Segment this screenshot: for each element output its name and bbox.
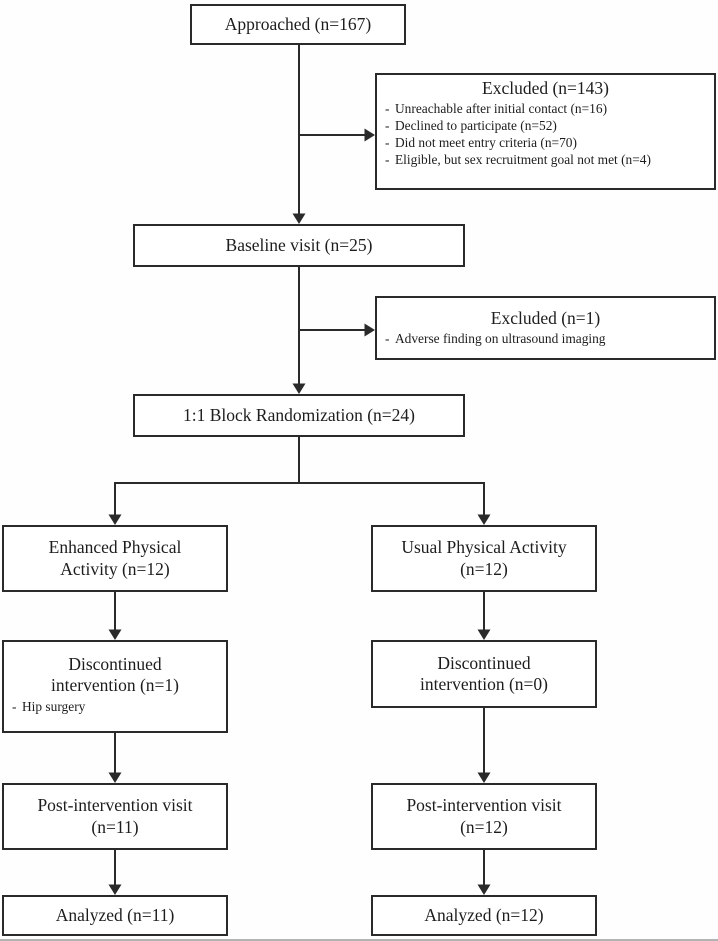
bullet-dash: -: [385, 152, 390, 168]
excluded-item: - Unreachable after initial contact (n=1…: [383, 100, 708, 117]
discontinued-item: - Hip surgery: [10, 698, 220, 715]
node-excluded-baseline-title: Excluded (n=1): [490, 307, 601, 328]
excluded-item-text: Unreachable after initial contact (n=16): [395, 101, 608, 116]
node-analyzed-enhanced-label: Analyzed (n=11): [55, 904, 175, 925]
node-baseline-visit: Baseline visit (n=25): [133, 224, 465, 267]
node-discontinued-enhanced: Discontinued intervention (n=1) - Hip su…: [2, 640, 228, 733]
discontinued-item-text: Hip surgery: [22, 699, 86, 715]
node-discontinued-usual-title: Discontinued intervention (n=0): [420, 652, 548, 694]
excluded-screening-items: - Unreachable after initial contact (n=1…: [383, 100, 708, 169]
excluded-item: - Adverse finding on ultrasound imaging: [383, 330, 708, 347]
excluded-item-text: Declined to participate (n=52): [395, 118, 557, 134]
bullet-dash: -: [385, 118, 390, 134]
scan-edge-line: [0, 939, 718, 941]
node-enhanced-arm-label: Enhanced Physical Activity (n=12): [48, 537, 182, 579]
excluded-item: - Eligible, but sex recruitment goal not…: [383, 151, 708, 168]
bullet-dash: -: [12, 699, 17, 715]
node-excluded-screening-title: Excluded (n=143): [482, 78, 609, 98]
node-analyzed-usual-label: Analyzed (n=12): [424, 904, 544, 925]
node-approached: Approached (n=167): [190, 4, 406, 45]
excluded-item: - Declined to participate (n=52): [383, 117, 708, 134]
node-post-enhanced-label: Post-intervention visit (n=11): [37, 795, 193, 837]
bullet-dash: -: [385, 330, 390, 346]
excluded-baseline-items: - Adverse finding on ultrasound imaging: [383, 330, 708, 347]
node-baseline-visit-label: Baseline visit (n=25): [225, 234, 373, 255]
node-analyzed-enhanced: Analyzed (n=11): [2, 895, 228, 936]
node-approached-label: Approached (n=167): [224, 13, 372, 34]
node-discontinued-usual: Discontinued intervention (n=0): [371, 640, 597, 708]
bullet-dash: -: [385, 101, 390, 116]
discontinued-enhanced-items: - Hip surgery: [10, 698, 220, 715]
excluded-item: - Did not meet entry criteria (n=70): [383, 134, 708, 151]
excluded-item-text: Did not meet entry criteria (n=70): [395, 135, 577, 151]
excluded-item-text: Eligible, but sex recruitment goal not m…: [395, 152, 651, 168]
excluded-item-text: Adverse finding on ultrasound imaging: [395, 330, 606, 346]
node-excluded-screening: Excluded (n=143) - Unreachable after ini…: [375, 73, 716, 190]
node-randomization: 1:1 Block Randomization (n=24): [133, 394, 465, 437]
node-discontinued-enhanced-title: Discontinued intervention (n=1): [51, 654, 179, 696]
node-excluded-baseline: Excluded (n=1) - Adverse finding on ultr…: [375, 296, 716, 360]
node-enhanced-arm: Enhanced Physical Activity (n=12): [2, 525, 228, 592]
node-analyzed-usual: Analyzed (n=12): [371, 895, 597, 936]
node-randomization-label: 1:1 Block Randomization (n=24): [183, 404, 415, 425]
node-usual-arm-label: Usual Physical Activity (n=12): [401, 537, 567, 579]
node-post-usual: Post-intervention visit (n=12): [371, 783, 597, 850]
node-usual-arm: Usual Physical Activity (n=12): [371, 525, 597, 592]
node-post-usual-label: Post-intervention visit (n=12): [406, 795, 562, 837]
bullet-dash: -: [385, 135, 390, 151]
node-post-enhanced: Post-intervention visit (n=11): [2, 783, 228, 850]
